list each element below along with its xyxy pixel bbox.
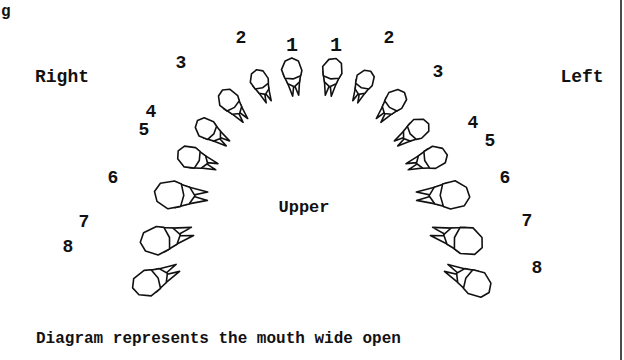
tooth-outline <box>282 58 302 79</box>
tooth-outline <box>385 90 407 111</box>
tooth-number: 1 <box>330 36 342 56</box>
frame-line <box>620 0 622 360</box>
tooth-number: 6 <box>500 169 511 187</box>
caption: Diagram represents the mouth wide open <box>36 331 401 347</box>
tooth-number: 6 <box>108 169 119 187</box>
tooth-number: 5 <box>485 132 496 150</box>
tooth-number: 4 <box>146 103 157 121</box>
tooth-number: 4 <box>468 114 479 132</box>
tooth-outline <box>195 118 216 140</box>
tooth-outline <box>323 59 342 79</box>
tooth-outline <box>178 146 200 168</box>
tooth-outline <box>356 70 375 89</box>
tooth-number: 1 <box>286 36 298 56</box>
tooth-number: 8 <box>532 259 543 277</box>
region-label: Upper <box>278 199 329 216</box>
tooth-number: 3 <box>176 54 187 72</box>
tooth-outline <box>155 181 184 209</box>
tooth-outline <box>250 70 268 89</box>
tooth-number: 3 <box>433 63 444 81</box>
tooth-number: 5 <box>139 121 150 139</box>
tooth-outline <box>454 227 482 254</box>
tooth-number: 2 <box>384 29 395 47</box>
tooth-number: 7 <box>79 213 90 231</box>
tooth-number: 2 <box>236 29 247 47</box>
tooth-outline <box>407 119 428 139</box>
tooth-outline <box>133 270 161 296</box>
tooth-outline <box>464 270 491 297</box>
region-label: Left <box>560 68 603 86</box>
tooth-outline <box>424 146 447 168</box>
region-label: g <box>1 4 11 20</box>
region-label: Right <box>35 68 89 86</box>
tooth-number: 7 <box>522 212 533 230</box>
tooth-outline <box>140 227 169 256</box>
tooth-outline <box>219 89 240 111</box>
tooth-outline <box>440 181 470 209</box>
tooth-number: 8 <box>63 238 74 256</box>
